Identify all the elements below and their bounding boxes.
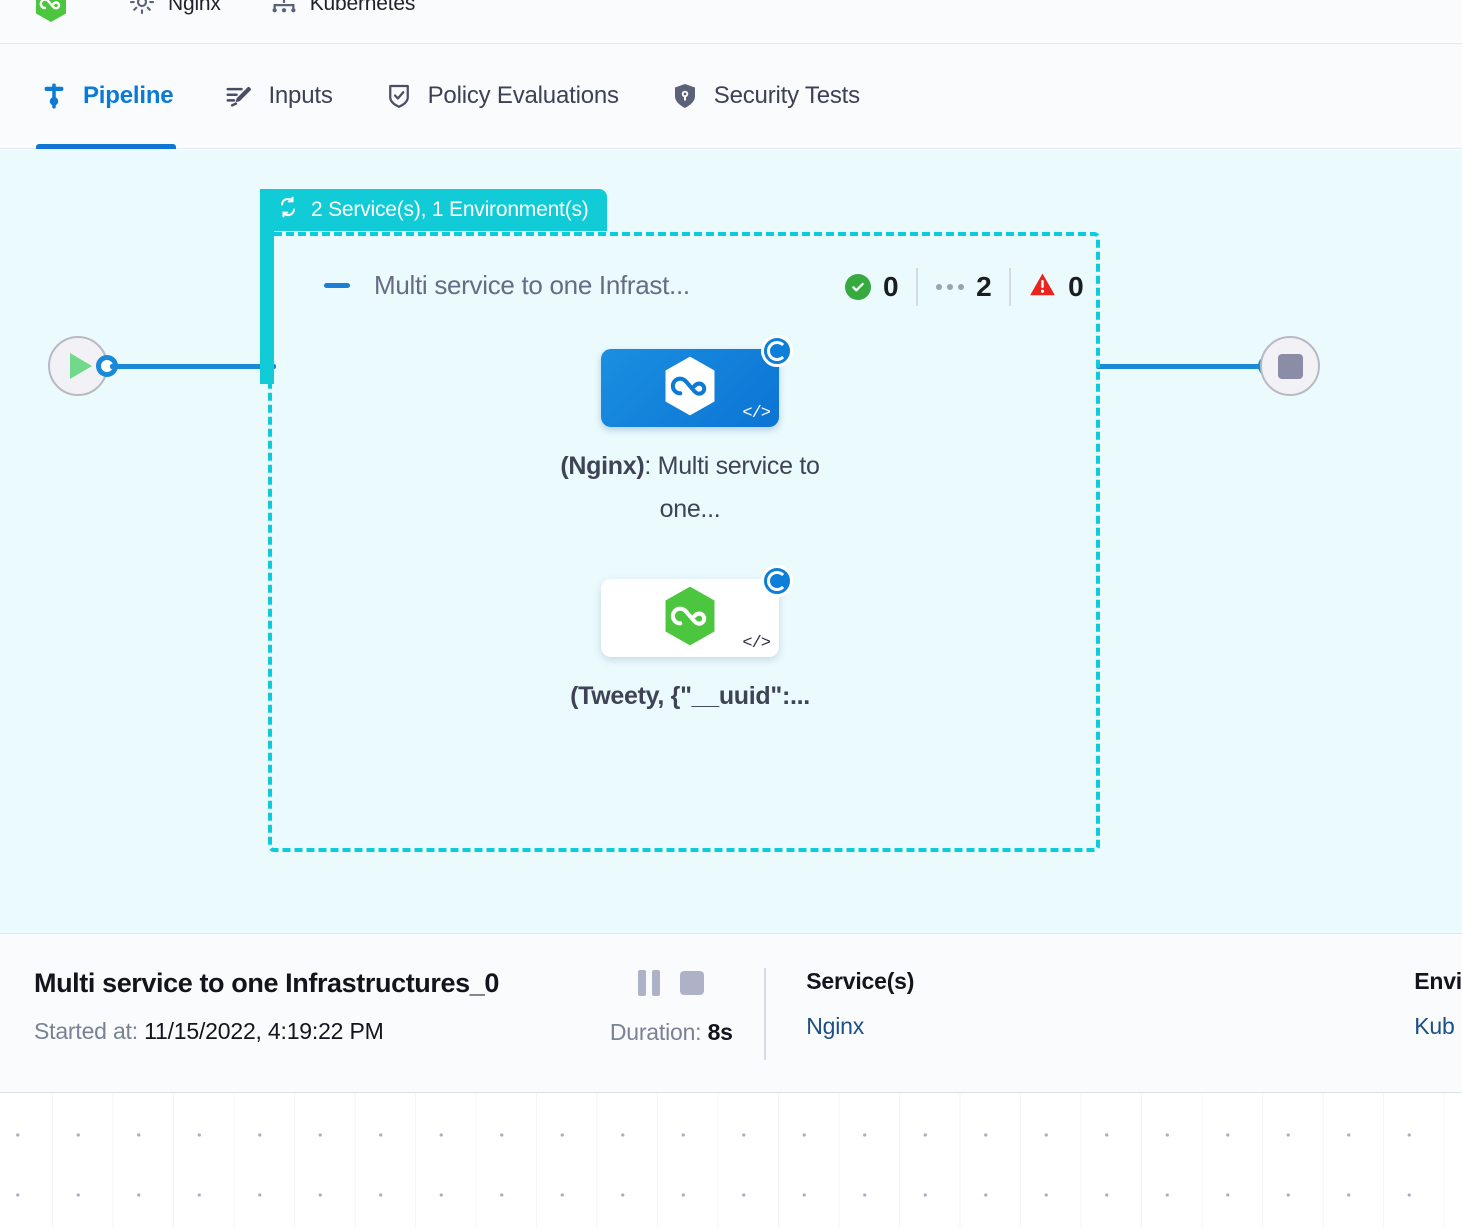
gear-icon — [127, 0, 157, 22]
security-shield-icon — [670, 81, 700, 111]
stop-icon[interactable] — [680, 971, 705, 995]
pipeline-canvas[interactable]: 2 Service(s), 1 Environment(s) Multi ser… — [0, 150, 1462, 933]
tab-inputs-label: Inputs — [268, 82, 333, 109]
pipeline-node-tweety[interactable]: </> (Tweety, {"__uuid":... — [540, 565, 840, 718]
pipeline-node-nginx-label-rest: : Multi service to one... — [644, 452, 820, 523]
execution-duration-value: 8s — [707, 1019, 733, 1045]
policy-shield-check-icon — [384, 81, 414, 111]
context-breadcrumb-bar: Nginx Kubernetes — [0, 0, 1462, 44]
group-badge[interactable]: 2 Service(s), 1 Environment(s) — [260, 189, 607, 231]
check-circle-icon — [845, 274, 871, 300]
pipeline-node-nginx[interactable]: </> (Nginx): Multi service to one... — [540, 335, 840, 531]
environments-field: Envi Kub — [1414, 968, 1462, 1040]
pipeline-icon — [39, 81, 69, 111]
pipeline-node-nginx-label-bold: (Nginx) — [560, 452, 645, 480]
ellipsis-icon — [936, 284, 965, 290]
loop-refresh-icon — [276, 195, 300, 225]
tab-bar: Pipeline Inputs Policy Evaluations — [0, 44, 1462, 149]
infrastructure-icon — [269, 0, 299, 22]
editor-grid-canvas[interactable] — [0, 1093, 1462, 1228]
breadcrumb-item-service[interactable]: Nginx — [127, 0, 221, 24]
environments-field-title: Envi — [1414, 968, 1462, 994]
stop-icon — [1277, 353, 1303, 379]
service-group-container[interactable] — [268, 232, 1100, 852]
tab-policy-evaluations[interactable]: Policy Evaluations — [382, 44, 621, 149]
counter-success-value: 0 — [883, 271, 899, 302]
execution-started-at: Started at: 11/15/2022, 4:19:22 PM — [34, 1018, 580, 1045]
hexagon-green-logo-icon — [34, 0, 68, 23]
code-glyph-icon: </> — [742, 634, 771, 653]
execution-duration: Duration: 8s — [580, 1019, 762, 1046]
divider — [764, 968, 767, 1060]
edge-start-to-group — [110, 364, 276, 369]
code-glyph-icon: </> — [742, 404, 771, 423]
breadcrumb-item-environment-label: Kubernetes — [309, 0, 416, 15]
tab-policy-evaluations-label: Policy Evaluations — [427, 82, 619, 109]
running-spinner-icon — [761, 565, 793, 597]
pause-icon[interactable] — [638, 970, 661, 996]
group-header[interactable]: Multi service to one Infrast... — [324, 270, 690, 301]
pipeline-end-node[interactable] — [1260, 336, 1320, 396]
pipeline-node-nginx-card[interactable]: </> — [601, 335, 793, 427]
tab-pipeline-label: Pipeline — [83, 82, 174, 109]
play-icon — [70, 353, 92, 379]
pipeline-node-nginx-label: (Nginx): Multi service to one... — [540, 445, 840, 531]
breadcrumb-item-logo[interactable] — [34, 0, 79, 24]
breadcrumb-item-service-label: Nginx — [168, 0, 221, 15]
status-counters: 0 2 0 — [845, 268, 1101, 306]
breadcrumb-item-environment[interactable]: Kubernetes — [269, 0, 415, 24]
tab-security-tests-label: Security Tests — [713, 82, 860, 109]
group-badge-tail — [260, 189, 274, 384]
execution-controls — [580, 970, 762, 996]
execution-duration-block: Duration: 8s — [580, 968, 762, 1046]
hexagon-infinity-green-icon — [661, 585, 719, 652]
execution-title: Multi service to one Infrastructures_0 — [34, 968, 499, 998]
tab-security-tests[interactable]: Security Tests — [668, 44, 862, 149]
execution-detail-bar: Multi service to one Infrastructures_0 S… — [0, 933, 1462, 1093]
execution-started-value: 11/15/2022, 4:19:22 PM — [144, 1018, 384, 1044]
warning-triangle-icon — [1029, 272, 1056, 302]
execution-started-label: Started at: — [34, 1018, 138, 1044]
hexagon-infinity-blue-icon — [661, 355, 719, 422]
tab-inputs[interactable]: Inputs — [222, 44, 334, 149]
group-title: Multi service to one Infrast... — [374, 270, 690, 300]
counter-success: 0 — [845, 268, 916, 306]
services-field-title: Service(s) — [806, 968, 915, 994]
running-spinner-icon — [761, 335, 793, 367]
services-field: Service(s) Nginx — [806, 968, 914, 1040]
counter-running: 2 — [916, 268, 1009, 306]
minus-collapse-icon[interactable] — [324, 283, 350, 288]
counter-running-value: 2 — [976, 271, 992, 302]
edge-group-to-end — [1096, 364, 1270, 369]
pipeline-node-tweety-label-bold: (Tweety, {"__uuid":... — [570, 682, 810, 710]
services-field-value[interactable]: Nginx — [806, 1013, 865, 1039]
inputs-pencil-icon — [224, 81, 254, 111]
pipeline-node-tweety-card[interactable]: </> — [601, 565, 793, 657]
counter-error-value: 0 — [1068, 271, 1084, 302]
environments-field-value[interactable]: Kub — [1414, 1013, 1455, 1039]
group-badge-label: 2 Service(s), 1 Environment(s) — [311, 198, 589, 221]
pipeline-node-tweety-label: (Tweety, {"__uuid":... — [540, 675, 840, 718]
counter-error: 0 — [1009, 268, 1101, 306]
tab-pipeline[interactable]: Pipeline — [35, 44, 177, 149]
execution-summary: Multi service to one Infrastructures_0 S… — [34, 968, 580, 1045]
execution-duration-label: Duration: — [609, 1019, 702, 1045]
